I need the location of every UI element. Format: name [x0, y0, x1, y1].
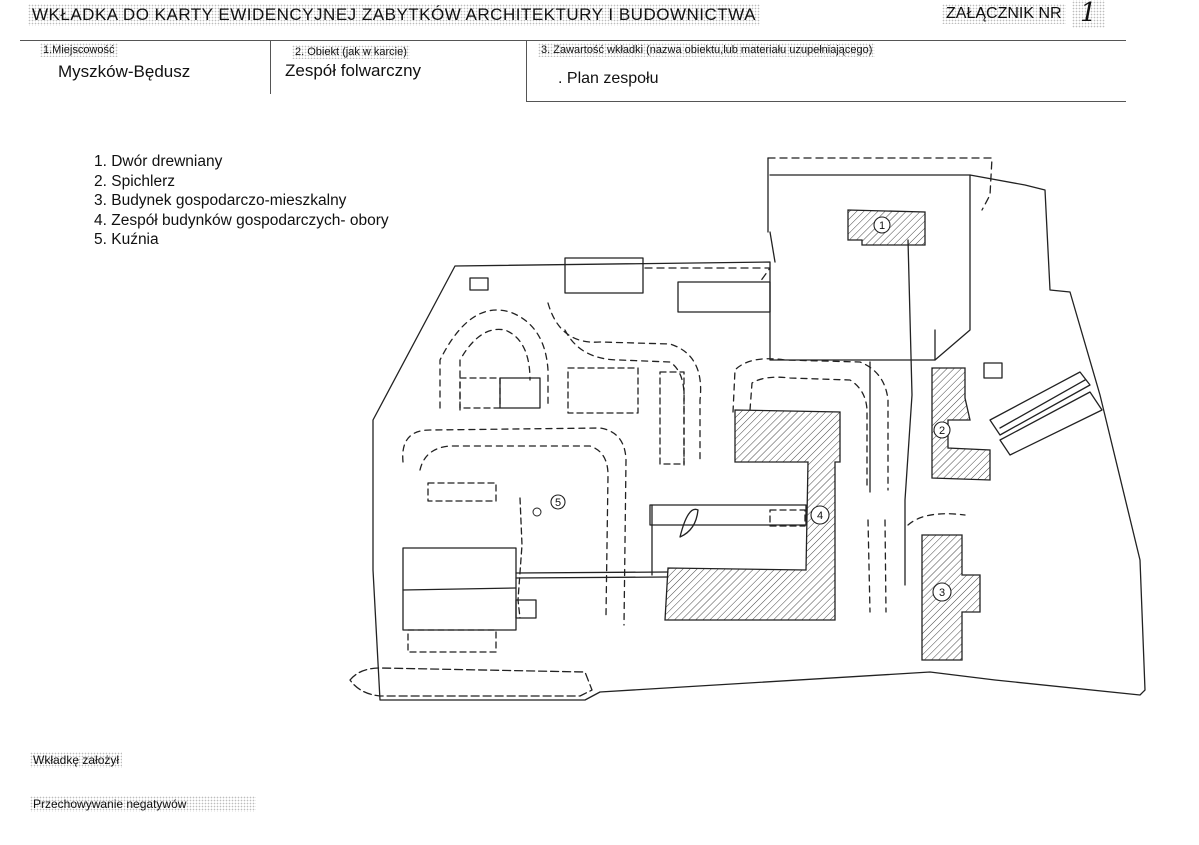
legend-item-1: 1. Dwór drewniany	[94, 153, 223, 170]
shed-east	[989, 371, 1091, 436]
header-rule-top	[20, 40, 1126, 41]
barn-west	[402, 547, 517, 631]
object-label: 2. Obiekt (jak w karcie)	[292, 45, 410, 59]
plan-legend: 1. Dwór drewniany 2. Spichlerz 3. Budyne…	[94, 152, 389, 250]
marker-1-label: 1	[879, 220, 885, 232]
content-value: . Plan zespołu	[558, 70, 659, 87]
field-divider-2	[526, 40, 527, 101]
marker-4-circle	[810, 505, 830, 525]
building-farm-dwelling	[921, 534, 981, 661]
founded-by-label: Wkładkę założył	[30, 752, 123, 768]
negatives-label: Przechowywanie negatywów	[30, 796, 257, 812]
annex-label: ZAŁĄCZNIK NR	[942, 4, 1066, 24]
marker-2-circle	[933, 421, 951, 439]
document-title: WKŁADKA DO KARTY EWIDENCYJNEJ ZABYTKÓW A…	[28, 4, 760, 26]
fence-south-west	[349, 667, 593, 697]
legend-item-4: 4. Zespół budynków gospodarczych- obory	[94, 211, 389, 229]
marker-3-circle	[932, 582, 952, 602]
marker-3-label: 3	[939, 587, 945, 599]
marker-5-circle	[550, 494, 566, 510]
marker-4-label: 4	[817, 510, 823, 522]
marker-2-label: 2	[939, 425, 945, 437]
marker-5-label: 5	[555, 497, 561, 509]
manor-park-fence	[767, 157, 993, 211]
road-courtyard	[402, 427, 627, 626]
building-livestock	[664, 409, 841, 621]
road-loop-west-inner	[459, 328, 531, 411]
object-value: Zespół folwarczny	[285, 61, 422, 80]
content-label: 3. Zawartość wkładki (nazwa obiektu,lub …	[538, 43, 876, 57]
marker-1-circle	[873, 216, 891, 234]
location-value: Myszków-Będusz	[58, 62, 191, 81]
field-divider-1	[270, 40, 271, 94]
site-boundary	[372, 174, 1146, 701]
legend-item-5: 5. Kuźnia	[94, 231, 159, 248]
annex-number: 1	[1072, 0, 1105, 28]
forge-symbol	[532, 507, 542, 517]
road-loop-west	[439, 309, 549, 409]
legend-item-3: 3. Budynek gospodarczo-mieszkalny	[94, 192, 347, 209]
header-rule-bottom	[526, 101, 1126, 102]
location-label: 1.Miejscowość	[40, 43, 118, 57]
legend-item-2: 2. Spichlerz	[94, 172, 175, 190]
